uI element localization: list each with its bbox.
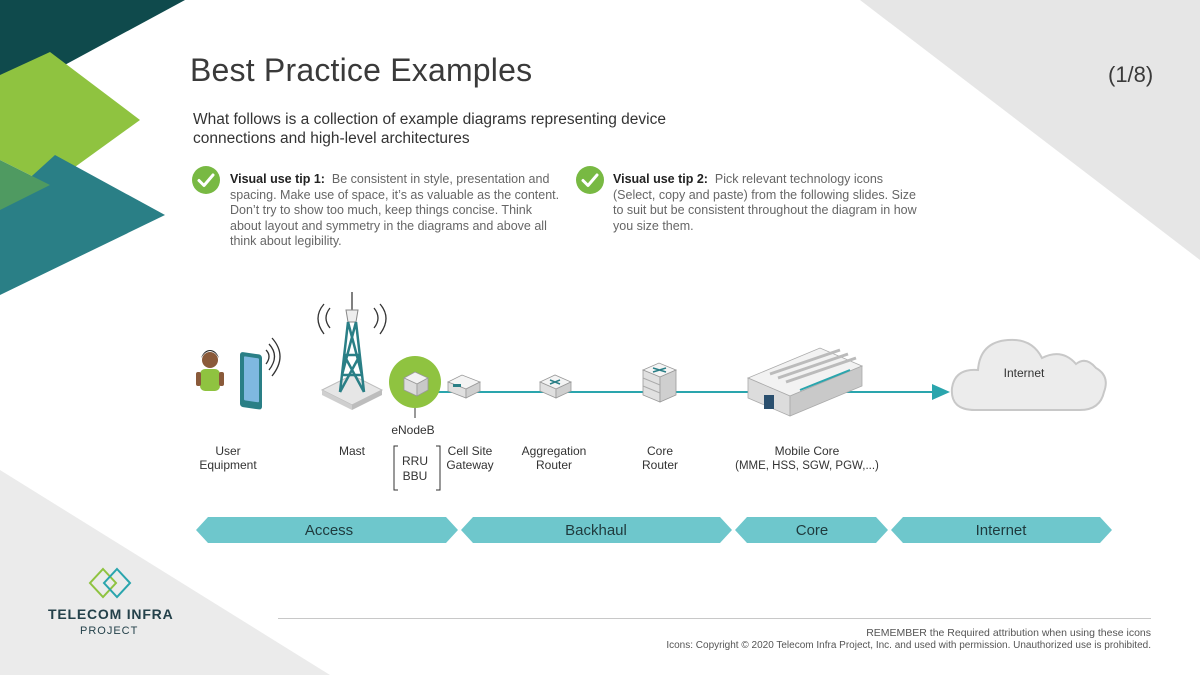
mast-label: Mast (339, 444, 366, 458)
person-icon (196, 350, 224, 391)
tip-2-text: Pick relevant technology icons (Select, … (613, 172, 917, 233)
core-router-label-1: Core (647, 444, 673, 458)
band-internet (891, 517, 1112, 543)
cell-site-gateway-label-1: Cell Site (448, 444, 493, 458)
user-equipment-label-1: User (215, 444, 240, 458)
band-core (735, 517, 888, 543)
subtitle: What follows is a collection of example … (193, 111, 666, 147)
bottom-left-grey-shape (0, 470, 330, 675)
core-router-icon (641, 362, 678, 403)
cloud-icon (950, 338, 1107, 411)
visual-tip-2: Visual use tip 2: Pick relevant technolo… (613, 172, 923, 234)
cell-site-gateway-label-2: Gateway (446, 458, 493, 472)
arrow-head (932, 384, 950, 400)
rru-label: RRU (402, 454, 428, 468)
footer-copyright: Icons: Copyright © 2020 Telecom Infra Pr… (666, 640, 1151, 651)
rru-bbu-bracket (393, 445, 441, 491)
enodeb-icon (389, 356, 441, 408)
mobile-core-icon (746, 347, 864, 417)
band-internet-label: Internet (976, 522, 1028, 539)
aggregation-router-icon (539, 374, 572, 399)
visual-tip-1: Visual use tip 1: Be consistent in style… (230, 172, 560, 250)
network-diagram: Internet User Equipment Mast eNodeB Cell… (196, 292, 1112, 543)
band-core-label: Core (796, 522, 829, 539)
user-equipment-label-2: Equipment (199, 458, 257, 472)
bbu-label: BBU (403, 469, 428, 483)
core-router-label-2: Router (642, 458, 678, 472)
band-backhaul-label: Backhaul (565, 522, 627, 539)
cell-site-gateway-icon (447, 374, 481, 399)
lime-shape (0, 52, 140, 185)
check-icon (192, 166, 220, 194)
check-icon (576, 166, 604, 194)
mast-icon (317, 292, 387, 410)
top-right-grey-shape (860, 0, 1200, 260)
enodeb-label: eNodeB (391, 423, 434, 437)
mobile-core-label-1: Mobile Core (775, 444, 840, 458)
mobile-core-label-2: (MME, HSS, SGW, PGW,...) (735, 460, 879, 472)
band-access (196, 517, 458, 543)
band-backhaul (461, 517, 732, 543)
page-indicator: (1/8) (1108, 62, 1154, 87)
tip-logo-icon (88, 567, 132, 599)
logo-text-line2: PROJECT (80, 625, 139, 637)
teal-shape (0, 155, 165, 295)
footer-divider (278, 618, 1151, 619)
aggregation-router-label-1: Aggregation (522, 444, 587, 458)
tip-2-heading: Visual use tip 2: (613, 172, 708, 186)
page-title: Best Practice Examples (190, 52, 533, 88)
logo-text-line1: TELECOM INFRA (48, 606, 174, 622)
band-access-label: Access (305, 522, 353, 539)
tip-1-heading: Visual use tip 1: (230, 172, 325, 186)
phone-icon (240, 337, 281, 410)
overlap-shape (0, 160, 50, 210)
tip-1-text: Be consistent in style, presentation and… (230, 172, 560, 248)
internet-cloud-label: Internet (1004, 366, 1045, 380)
aggregation-router-label-2: Router (536, 458, 572, 472)
footer-attribution-reminder: REMEMBER the Required attribution when u… (866, 627, 1151, 639)
